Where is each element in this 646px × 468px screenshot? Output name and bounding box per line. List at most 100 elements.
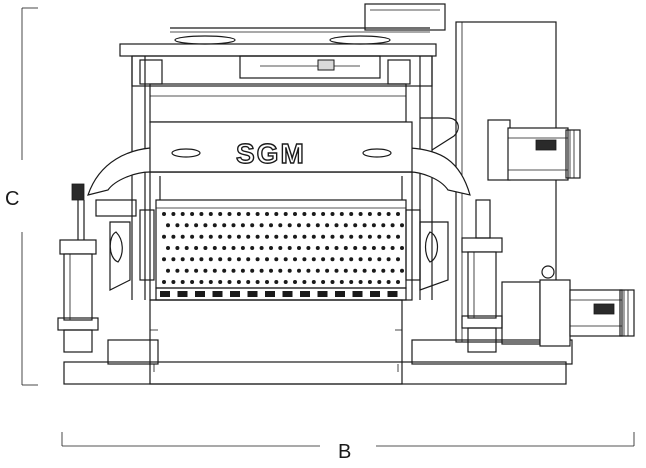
perforation-hole (367, 257, 372, 262)
rotor-tooth (160, 291, 170, 297)
perforation-hole (180, 257, 185, 262)
perforation-hole (349, 280, 354, 284)
perforation-hole (343, 223, 348, 228)
perforation-hole (269, 246, 273, 250)
perforation-hole (190, 212, 195, 216)
perforation-hole (250, 246, 255, 250)
perforation-hole (218, 212, 223, 216)
perforation-hole (302, 280, 307, 284)
perforation-hole (377, 234, 382, 239)
perforation-hole (274, 234, 279, 239)
perforation-hole (386, 280, 391, 284)
rotor-tooth (230, 291, 240, 297)
perforation-hole (396, 280, 400, 284)
perforation-hole (250, 268, 255, 273)
perforation-hole (259, 223, 264, 228)
perforation-hole (315, 246, 320, 250)
perforation-hole (343, 246, 348, 250)
perforation-hole (302, 212, 307, 216)
rotor-tooth (195, 291, 205, 297)
perforation-hole (400, 223, 404, 228)
perforation-hole (321, 280, 326, 284)
rotor-tooth (212, 291, 223, 297)
perforation-hole (227, 212, 232, 216)
perforation-hole (231, 223, 236, 228)
perforation-hole (265, 280, 269, 284)
right-cylinder (419, 199, 503, 353)
perforation-hole (330, 212, 335, 216)
perforation-hole (386, 257, 391, 262)
perforation-hole (400, 268, 404, 273)
perforation-hole (199, 257, 204, 262)
perforation-hole (246, 234, 251, 239)
perforation-hole (381, 268, 386, 273)
perforation-hole (362, 223, 367, 228)
perforation-hole (330, 280, 335, 284)
perforation-hole (278, 246, 283, 250)
perforation-hole (283, 234, 288, 239)
perforated-screen (139, 171, 421, 301)
rotor-tooth (177, 291, 188, 297)
perforation-hole (180, 234, 185, 239)
perforation-hole (297, 246, 301, 250)
perforation-hole (162, 234, 166, 239)
perforation-hole (362, 268, 367, 273)
perforation-hole (377, 212, 382, 216)
perforation-hole (199, 280, 204, 284)
perforation-hole (166, 268, 170, 273)
perforation-hole (222, 246, 227, 250)
perforation-hole (269, 223, 273, 228)
perforation-hole (265, 257, 269, 262)
perforation-hole (325, 246, 330, 250)
perforation-hole (175, 268, 180, 273)
perforation-hole (227, 234, 232, 239)
perforation-hole (371, 223, 376, 228)
perforation-hole (255, 212, 260, 216)
perforation-hole (349, 257, 354, 262)
rotor-tooth (317, 291, 328, 297)
perforation-hole (293, 280, 297, 284)
perforation-hole (203, 223, 208, 228)
perforation-hole (343, 268, 348, 273)
dimension-c-label: C (5, 188, 19, 210)
perforation-hole (297, 223, 301, 228)
perforation-hole (166, 246, 170, 250)
perforation-hole (190, 234, 195, 239)
upper-motor (487, 119, 581, 181)
perforation-hole (325, 223, 330, 228)
perforation-hole (377, 257, 382, 262)
perforation-hole (311, 212, 316, 216)
perforation-hole (315, 223, 320, 228)
front-cover: SGM (87, 117, 471, 196)
perforation-hole (297, 268, 301, 273)
perforation-hole (386, 212, 391, 216)
perforation-hole (283, 212, 288, 216)
rotor-tooth (247, 291, 258, 297)
perforation-hole (362, 246, 367, 250)
perforation-hole (227, 280, 232, 284)
perforation-hole (236, 257, 241, 262)
perforation-hole (162, 280, 166, 284)
perforation-hole (171, 257, 176, 262)
perforation-hole (386, 234, 391, 239)
perforation-hole (306, 223, 311, 228)
perforation-hole (240, 246, 245, 250)
perforation-hole (334, 246, 339, 250)
perforation-hole (339, 257, 344, 262)
perforation-hole (339, 280, 344, 284)
perforation-hole (180, 280, 185, 284)
perforation-hole (293, 234, 297, 239)
perforation-hole (240, 268, 245, 273)
rotor-tooth (300, 291, 310, 297)
perforation-hole (358, 280, 363, 284)
perforation-hole (283, 280, 288, 284)
perforation-hole (222, 223, 227, 228)
perforation-hole (321, 212, 326, 216)
perforation-hole (315, 268, 320, 273)
perforation-hole (231, 268, 236, 273)
perforation-hole (171, 212, 176, 216)
perforation-hole (227, 257, 232, 262)
perforation-hole (293, 257, 297, 262)
rotor-tooth (335, 291, 345, 297)
perforation-hole (212, 246, 217, 250)
